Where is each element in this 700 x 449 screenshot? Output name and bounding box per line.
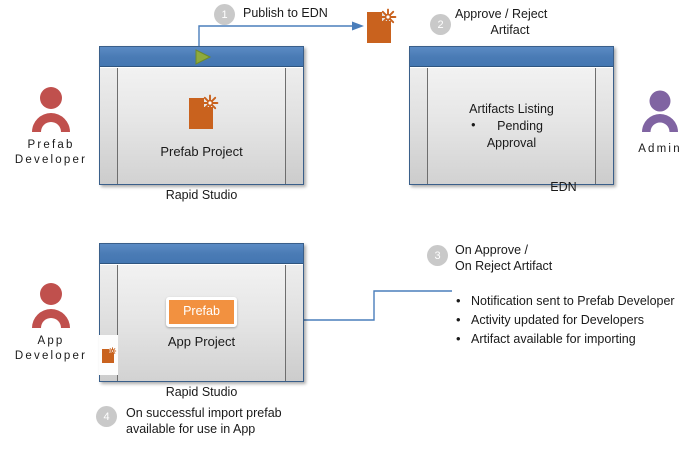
- step-1-badge: 1: [214, 4, 235, 25]
- step-3-text-line1: On Approve /: [455, 243, 528, 257]
- window-pane-center: Prefab App Project: [118, 265, 285, 381]
- step-3-text: On Approve / On Reject Artifact: [455, 242, 635, 274]
- step-4-text-line2: available for use in App: [126, 422, 256, 436]
- prefab-project-label: Prefab Project: [160, 144, 243, 159]
- actor-prefab-developer-label-1: Prefab: [27, 139, 75, 151]
- step-3-badge: 3: [427, 245, 448, 266]
- window-body: Prefab Project: [100, 67, 303, 184]
- actor-admin-label-1: Admin: [638, 143, 682, 155]
- person-icon: [3, 278, 99, 334]
- window-pane-center: Prefab Project: [118, 68, 285, 184]
- window-rapid-studio-prefab[interactable]: Prefab Project: [99, 46, 304, 185]
- window-pane-right[interactable]: [285, 68, 303, 184]
- edn-content: Artifacts Listing Pending Approval: [469, 101, 554, 152]
- artifact-icon: [185, 93, 219, 133]
- actor-prefab-developer-label-2: Developer: [14, 154, 88, 166]
- step-4-text: On successful import prefab available fo…: [126, 405, 376, 437]
- window-pane-center: Artifacts Listing Pending Approval: [428, 68, 595, 184]
- step-2-text-line1: Approve / Reject: [455, 7, 548, 21]
- window-titlebar: [100, 244, 303, 264]
- step-2-text-line2: Artifact: [490, 23, 530, 37]
- play-icon[interactable]: [193, 49, 213, 65]
- person-icon: [612, 86, 700, 142]
- caption-rapid-studio-bottom: Rapid Studio: [165, 385, 238, 399]
- edn-content-line2: Pending: [469, 117, 554, 135]
- published-artifact-icon: [364, 8, 397, 46]
- actor-admin: Admin: [612, 86, 700, 157]
- edn-content-line1: Artifacts Listing: [469, 101, 554, 116]
- actor-app-developer-label-1: App: [37, 335, 65, 347]
- window-body: Artifacts Listing Pending Approval: [410, 67, 613, 184]
- list-item: Artifact available for importing: [456, 329, 686, 349]
- app-project-label: App Project: [167, 334, 236, 349]
- list-item: Notification sent to Prefab Developer: [456, 291, 686, 311]
- step-2-badge: 2: [430, 14, 451, 35]
- edn-content-line3: Approval: [486, 135, 537, 150]
- window-titlebar: [410, 47, 613, 67]
- caption-rapid-studio-top: Rapid Studio: [165, 188, 238, 202]
- step-1-text: Publish to EDN: [243, 6, 328, 20]
- caption-edn: EDN: [550, 180, 577, 194]
- window-rapid-studio-app[interactable]: Prefab App Project: [99, 243, 304, 382]
- actor-app-developer: App Developer: [3, 278, 99, 364]
- prefab-tag[interactable]: Prefab: [166, 297, 237, 327]
- window-pane-left[interactable]: [100, 68, 118, 184]
- step-2-text: Approve / Reject Artifact: [455, 6, 605, 38]
- window-pane-left[interactable]: [410, 68, 428, 184]
- step-4-badge: 4: [96, 406, 117, 427]
- window-pane-right[interactable]: [285, 265, 303, 381]
- artifact-icon[interactable]: [99, 335, 118, 375]
- step-4-text-line1: On successful import prefab: [126, 406, 282, 420]
- list-item: Activity updated for Developers: [456, 310, 686, 330]
- actor-app-developer-label-2: Developer: [14, 350, 88, 362]
- window-pane-left[interactable]: [99, 265, 118, 381]
- window-pane-right[interactable]: [595, 68, 613, 184]
- outcome-list: Notification sent to Prefab Developer Ac…: [456, 291, 686, 349]
- actor-prefab-developer: Prefab Developer: [3, 82, 99, 168]
- window-body: Prefab App Project: [99, 264, 303, 381]
- person-icon: [3, 82, 99, 138]
- window-edn[interactable]: Artifacts Listing Pending Approval: [409, 46, 614, 185]
- step-3-text-line2: On Reject Artifact: [455, 259, 553, 273]
- window-titlebar: [100, 47, 303, 67]
